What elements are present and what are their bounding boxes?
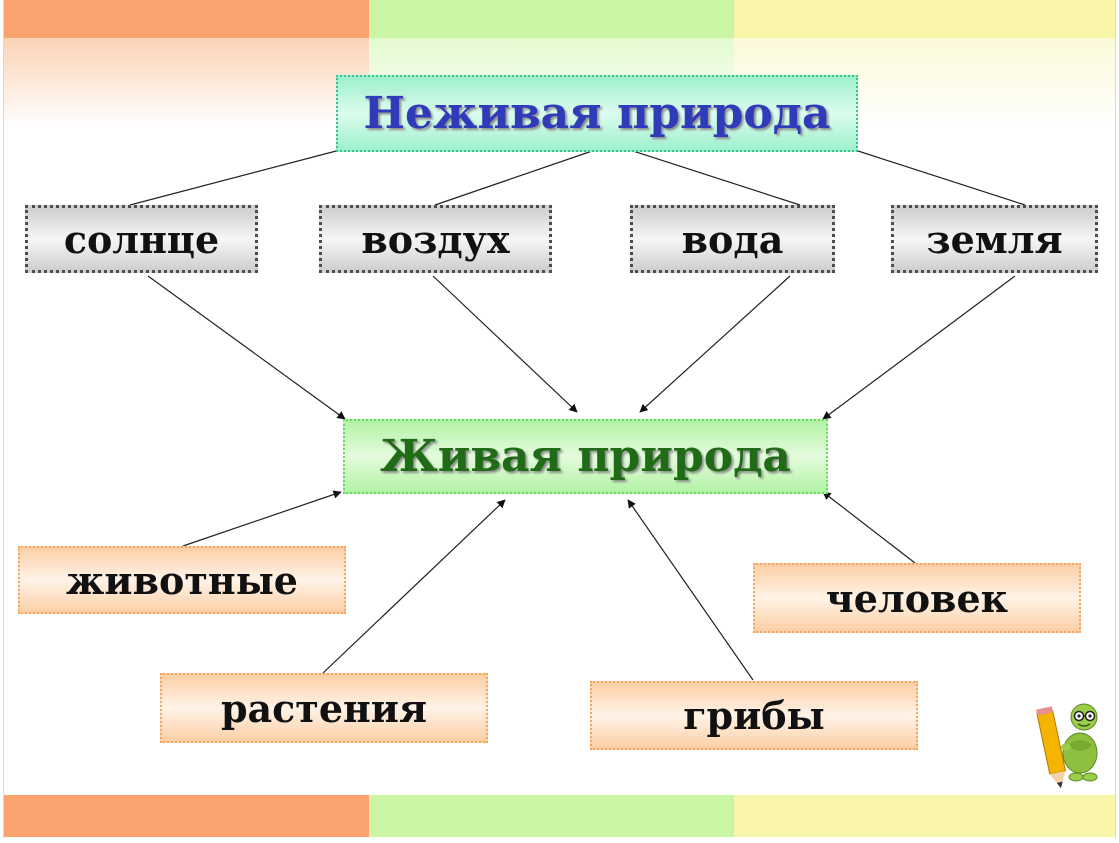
node-griby: грибы bbox=[590, 681, 918, 750]
arrow-voda-living bbox=[639, 275, 791, 413]
node-solnce: солнце bbox=[25, 205, 258, 273]
node-solnce-label: солнце bbox=[63, 216, 220, 262]
node-zemlya-label: земля bbox=[926, 216, 1063, 262]
line-title-solnce bbox=[129, 149, 341, 206]
nonliving-nature-label: Неживая природа bbox=[363, 88, 831, 139]
node-chelovek-label: человек bbox=[825, 575, 1009, 621]
node-zhivotnye-label: животные bbox=[66, 557, 298, 603]
line-title-zemlya bbox=[854, 149, 1026, 206]
line-title-voda bbox=[629, 149, 801, 206]
node-griby-label: грибы bbox=[683, 693, 825, 738]
living-nature-title: Живая природа bbox=[343, 419, 828, 494]
top-band-green bbox=[369, 0, 734, 38]
node-voda-label: вода bbox=[681, 216, 784, 262]
arrow-zemlya-living bbox=[822, 275, 1016, 420]
arrow-solnce-living bbox=[147, 275, 346, 420]
node-chelovek: человек bbox=[753, 563, 1081, 633]
node-rasteniya-label: растения bbox=[220, 685, 428, 731]
node-zemlya: земля bbox=[891, 205, 1098, 273]
node-zhivotnye: животные bbox=[18, 546, 346, 614]
top-band-yellow bbox=[734, 0, 1115, 38]
line-title-vozdukh bbox=[434, 149, 596, 206]
arrow-chelovek-living bbox=[822, 491, 916, 564]
node-voda: вода bbox=[630, 205, 835, 273]
bottom-band-green bbox=[369, 795, 734, 837]
top-fade-orange bbox=[4, 38, 369, 128]
node-vozdukh-label: воздух bbox=[361, 216, 510, 262]
living-nature-label: Живая природа bbox=[380, 431, 791, 482]
node-vozdukh: воздух bbox=[319, 205, 552, 273]
bottom-band-yellow bbox=[734, 795, 1115, 837]
top-band-orange bbox=[4, 0, 369, 38]
arrow-vozdukh-living bbox=[432, 275, 578, 413]
bottom-band-orange bbox=[4, 795, 369, 837]
pencil-turtle-mascot-icon bbox=[1036, 703, 1098, 789]
nonliving-nature-title: Неживая природа bbox=[336, 75, 858, 152]
arrow-zhivotnye-living bbox=[182, 490, 342, 547]
node-rasteniya: растения bbox=[160, 673, 488, 743]
arrow-rasteniya-living bbox=[322, 499, 506, 674]
arrow-griby-living bbox=[627, 499, 754, 681]
